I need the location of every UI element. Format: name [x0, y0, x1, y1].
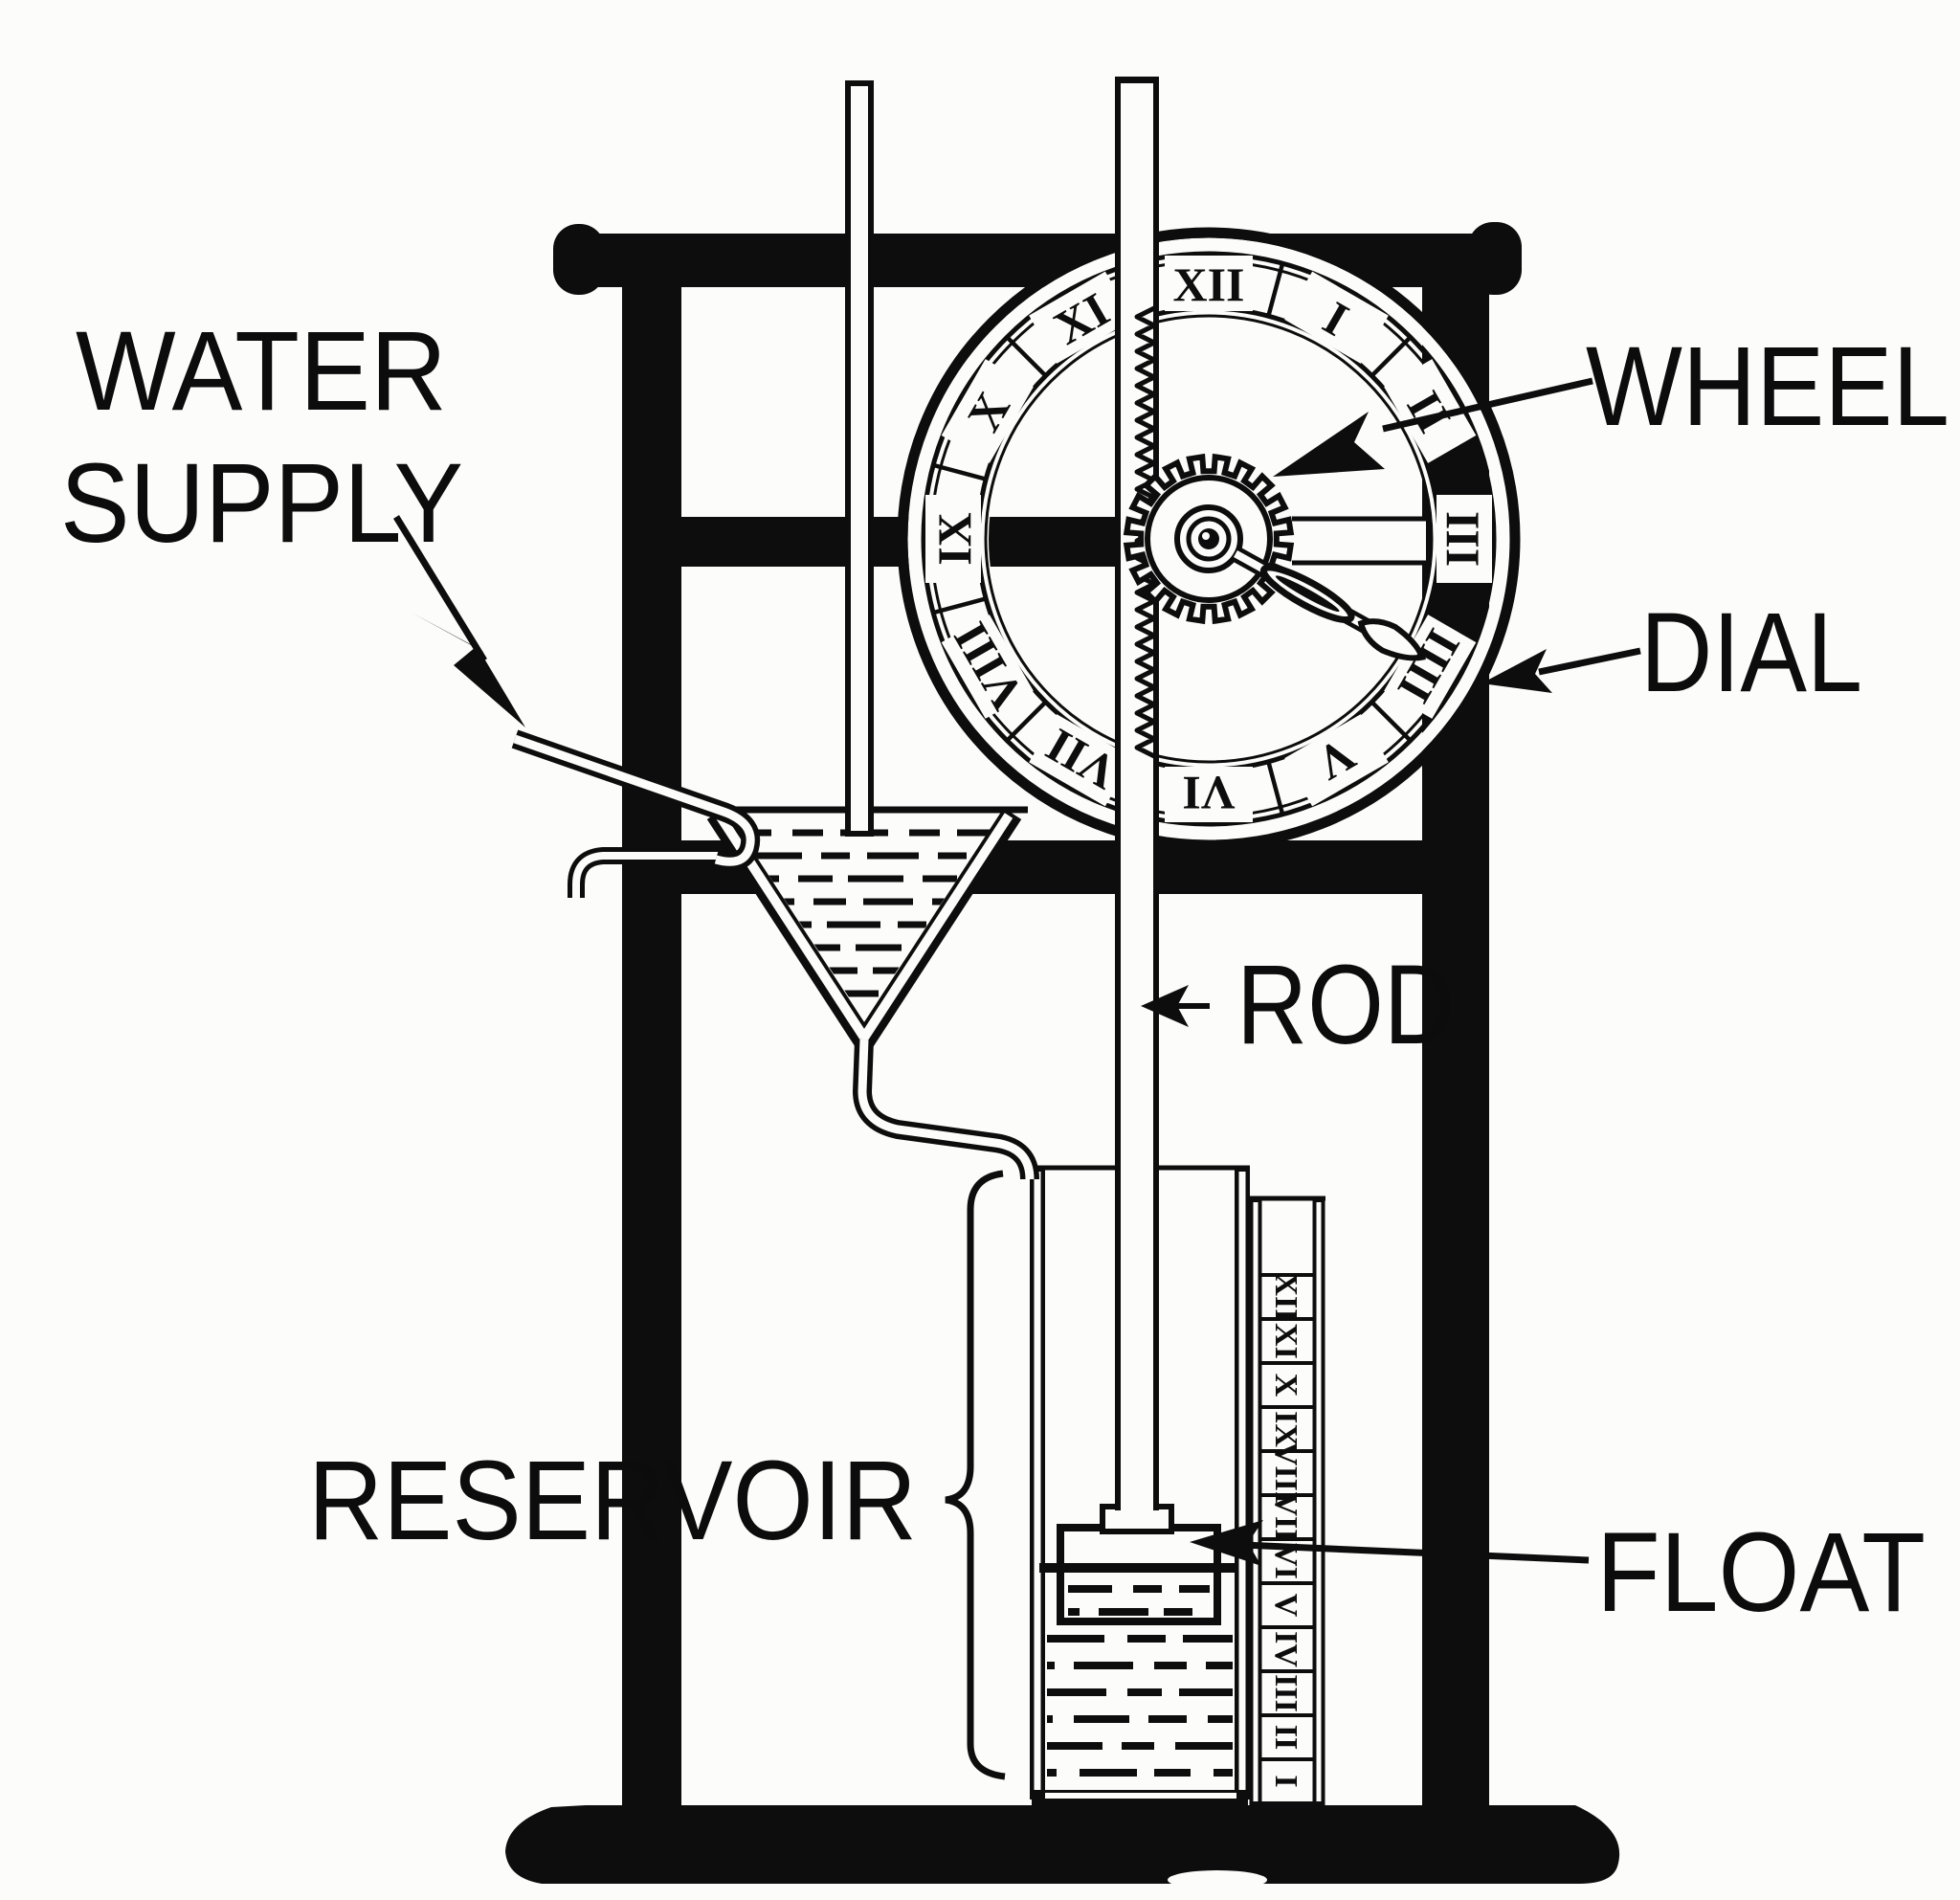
dial-numeral-cells [925, 256, 1492, 822]
label-water-supply-line1: WATER [76, 308, 447, 435]
hand-tip [1357, 618, 1427, 661]
dial-numeral: IX [927, 512, 981, 566]
dial-cell [1284, 271, 1389, 364]
dial-cell [1029, 714, 1133, 807]
funnel [704, 806, 1039, 1180]
float [1057, 1504, 1221, 1625]
scale-numeral: II [1268, 1725, 1303, 1750]
base-pedestal [505, 1805, 1620, 1889]
dial-cell [1029, 271, 1133, 364]
scale-numeral: I [1268, 1775, 1303, 1787]
clock-hand [1230, 546, 1427, 661]
label-dial: DIAL [1640, 590, 1862, 716]
dial-cell [1284, 714, 1389, 807]
reservoir-bracket [945, 1170, 1006, 1780]
scale-numeral: XI [1268, 1323, 1303, 1359]
dial-cell [941, 615, 1034, 719]
overflow-spout [568, 847, 720, 898]
clock-dial [897, 227, 1521, 851]
dial-cell [1437, 495, 1492, 583]
dial-cell [941, 359, 1034, 463]
scale-numeral: IV [1268, 1631, 1303, 1667]
drain-pipe [852, 1039, 1039, 1180]
dial-numeral: XII [1172, 257, 1244, 311]
float-arrow-line [1241, 1541, 1590, 1564]
dial-cell [1165, 767, 1253, 822]
label-rod: ROD [1236, 942, 1455, 1068]
dial-arrow-line [1538, 647, 1641, 676]
water-supply-pipe [511, 729, 761, 872]
dial-cell [1165, 256, 1253, 311]
scale-numeral: VIII [1268, 1442, 1303, 1504]
labels: WATER SUPPLY WHEEL DIAL ROD RESERVOIR FL… [60, 308, 1949, 1636]
wheel-arrow-line [1382, 377, 1593, 433]
label-float: FLOAT [1596, 1509, 1926, 1636]
scale-numeral: X [1268, 1374, 1303, 1397]
dial-outer-rim [897, 227, 1521, 851]
dial-arrowhead-icon [1481, 649, 1552, 693]
rack-rod [1115, 77, 1159, 1510]
dial-numeral: VI [1182, 767, 1236, 820]
label-wheel: WHEEL [1586, 324, 1949, 450]
reservoir-water [1039, 1563, 1238, 1777]
dial-cell [1384, 359, 1477, 463]
scale-numeral: XII [1268, 1272, 1303, 1321]
dial-numeral: III [1437, 511, 1490, 567]
middle-beam-outlined [1292, 516, 1426, 566]
frame-left-post [622, 283, 681, 1807]
float-arrowhead-icon [1190, 1520, 1263, 1566]
scale-numeral: VII [1268, 1492, 1303, 1541]
scale-numeral: IX [1268, 1411, 1303, 1447]
rod-arrowhead-icon [1141, 985, 1189, 1027]
label-reservoir: RESERVOIR [308, 1438, 917, 1564]
scale-numeral: V [1268, 1594, 1303, 1618]
dial-cell [925, 495, 981, 583]
label-water-supply-line2: SUPPLY [60, 440, 463, 567]
dial-cell [1384, 615, 1477, 719]
scale-numeral: III [1268, 1674, 1303, 1712]
scale-rungs [1261, 1273, 1313, 1805]
wheel-arrowhead-icon [1273, 412, 1385, 477]
leader-arrows [393, 377, 1641, 1566]
gear-wheel [1123, 453, 1295, 625]
water-supply-arrow-line [393, 515, 487, 662]
